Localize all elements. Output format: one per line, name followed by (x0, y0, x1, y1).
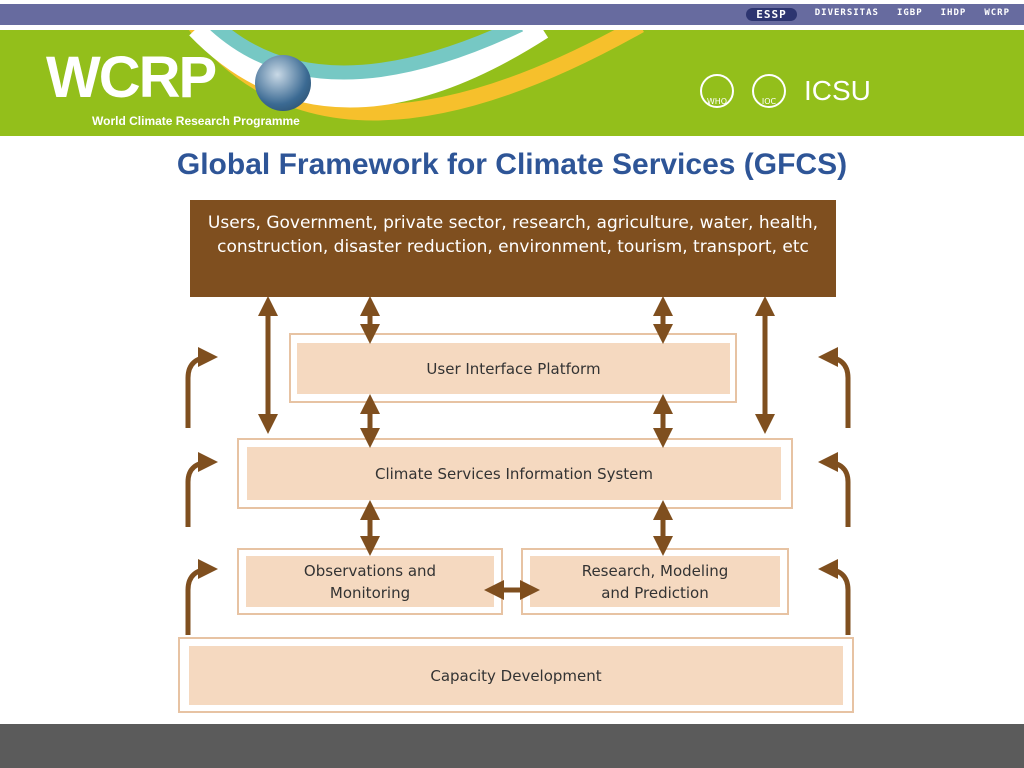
ioc-logo: IOC (752, 74, 786, 108)
research-box: Research, Modeling and Prediction (530, 556, 780, 607)
curved-arrow-left-2 (185, 452, 218, 527)
uip-box: User Interface Platform (297, 343, 730, 394)
partner-diversitas[interactable]: DIVERSITAS (814, 8, 879, 18)
curved-arrow-right-3 (818, 559, 851, 635)
globe-icon (255, 55, 311, 111)
curved-arrow-left-1 (185, 347, 218, 428)
partner-essp[interactable]: ESSP (746, 8, 797, 21)
capacity-box: Capacity Development (189, 646, 843, 705)
partner-ihdp[interactable]: IHDP (940, 8, 967, 18)
wcrp-subtitle: World Climate Research Programme (92, 114, 300, 128)
curved-arrow-left-3 (185, 559, 218, 635)
partner-bar: ESSP DIVERSITAS IGBP IHDP WCRP (0, 4, 1024, 25)
icsu-logo: ICSU (804, 75, 871, 106)
curved-arrow-right-1 (818, 347, 851, 428)
curved-arrow-right-2 (818, 452, 851, 527)
footer-bar (0, 724, 1024, 768)
partner-igbp[interactable]: IGBP (896, 8, 923, 18)
csis-box: Climate Services Information System (247, 447, 781, 500)
page-title: Global Framework for Climate Services (G… (176, 148, 848, 181)
partner-wcrp[interactable]: WCRP (984, 8, 1010, 18)
who-logo: WHO (700, 74, 734, 108)
wcrp-logo: WCRP (46, 45, 217, 110)
swoosh-graphic (188, 30, 644, 121)
banner: WCRP World Climate Research Programme WH… (0, 30, 1024, 136)
obs-box: Observations and Monitoring (246, 556, 494, 607)
users-box: Users, Government, private sector, resea… (190, 200, 836, 297)
